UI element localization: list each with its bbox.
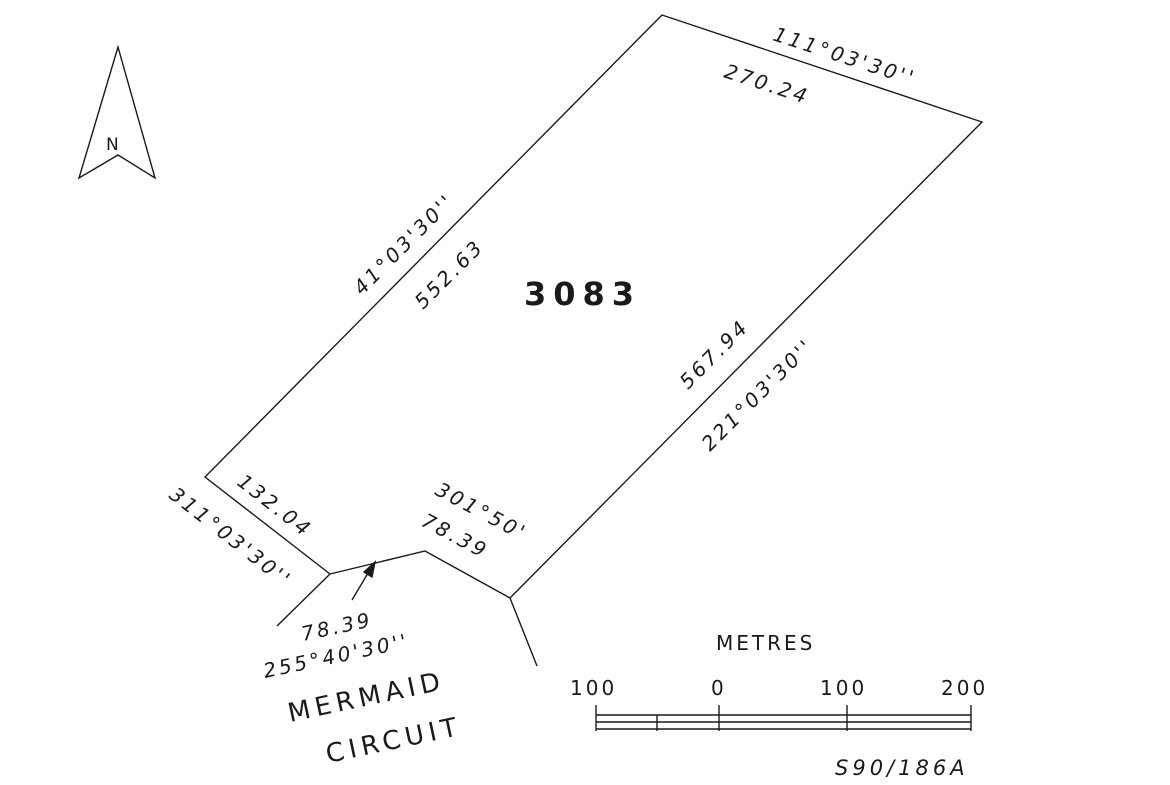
arrowhead-icon [362, 560, 377, 579]
plan-reference: S90/186A [835, 756, 969, 780]
lot-boundary [203, 14, 984, 599]
adjoining-boundary-east [509, 597, 538, 667]
scale-tick-label: 0 [711, 676, 727, 700]
scale-bar: METRES 100 0 100 200 [570, 631, 988, 731]
adjoining-boundary-west [276, 573, 331, 627]
north-arrow: N [77, 44, 157, 180]
nw-distance: 552.63 [410, 234, 489, 313]
scale-tick-label: 200 [941, 676, 988, 700]
leader-arrow [351, 560, 377, 601]
lot-number: 3083 [524, 275, 641, 313]
north-label: N [106, 135, 119, 155]
scale-title: METRES [716, 631, 815, 655]
scale-tick-label: 100 [820, 676, 867, 700]
se-distance: 567.94 [675, 314, 754, 393]
ne-distance: 270.24 [721, 59, 812, 109]
scale-tick-label: 100 [570, 676, 617, 700]
road-name-line2: CIRCUIT [323, 712, 465, 770]
north-arrow-icon [77, 44, 157, 180]
